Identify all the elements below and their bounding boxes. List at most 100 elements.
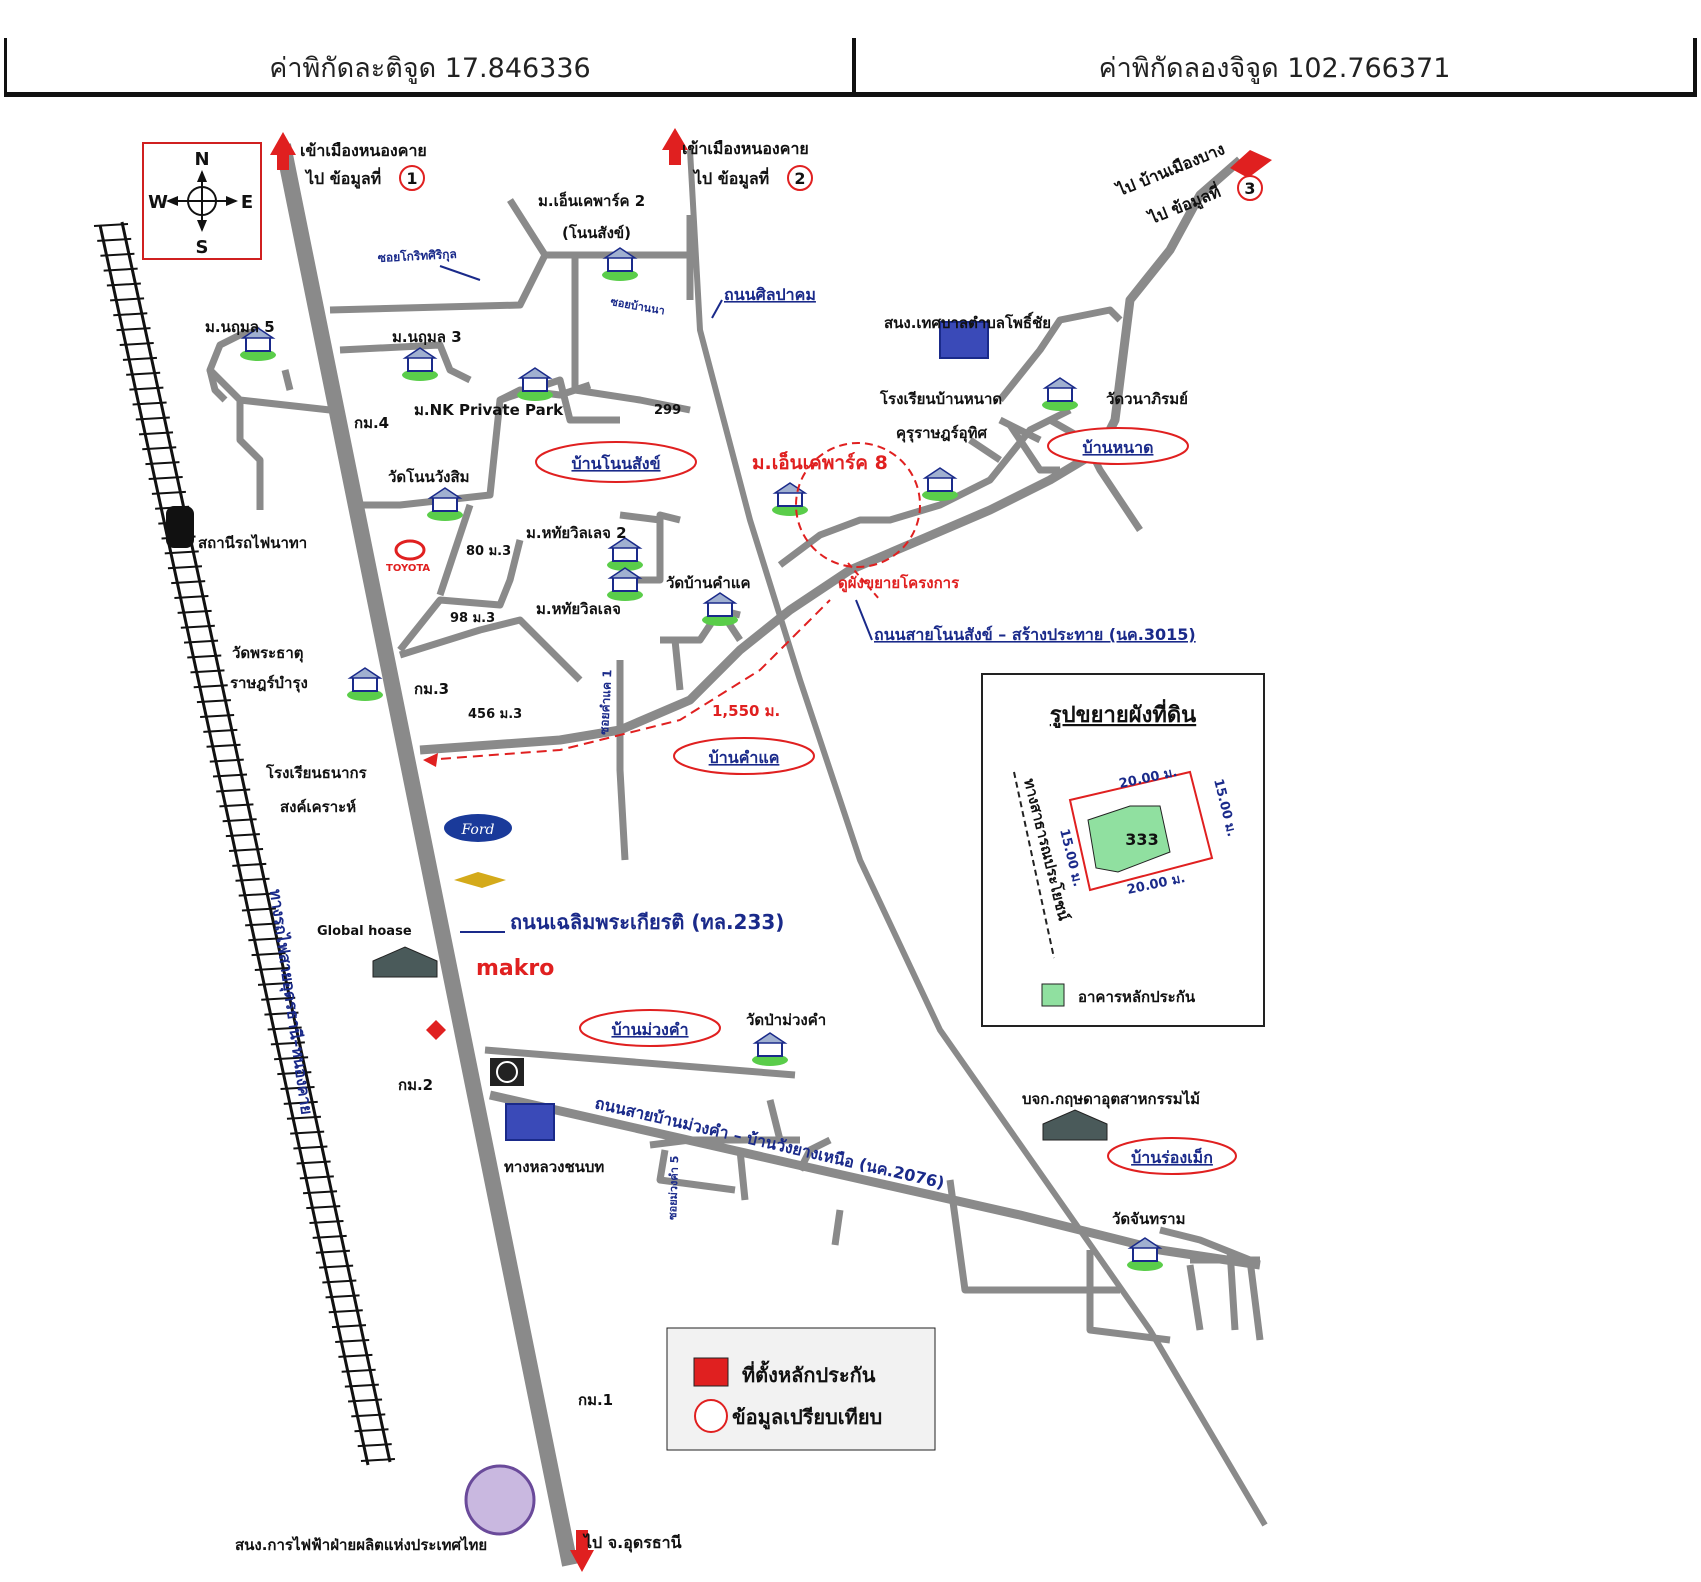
railway-tie [113,312,148,317]
svg-text:299: 299 [654,403,681,418]
railway-tie [126,371,161,376]
railway-tie [328,1309,363,1314]
house-icons [166,247,1163,1271]
railway-tie [93,223,129,227]
svg-text:ทางหลวงชนบท: ทางหลวงชนบท [504,1158,604,1176]
south-arrow-icon [570,1530,594,1572]
railway-tie [299,1175,334,1180]
railway-tie [180,624,215,629]
compass-rose: N S W E [142,142,262,260]
collateral-swatch-icon [693,1357,729,1387]
svg-text:TOYOTA: TOYOTA [386,563,430,574]
railway-tie [274,1056,309,1061]
svg-text:สงค์เคราะห์: สงค์เคราะห์ [280,798,356,816]
railway-tie [235,877,270,882]
svg-text:N: N [194,149,209,170]
svg-text:456 ม.3: 456 ม.3 [468,707,522,722]
train-icon [166,506,194,548]
railway-tie [132,401,167,406]
svg-text:ทางรถไฟสายอุดรธานี–หนองคาย: ทางรถไฟสายอุดรธานี–หนองคาย [265,888,316,1116]
railway-tie [261,996,296,1001]
railway-tie [267,1026,302,1031]
subject-property: ม.เอ็นเคพาร์ค 8 [423,442,921,767]
railway-tie [254,967,289,971]
svg-text:เข้าเมืองหนองคาย: เข้าเมืองหนองคาย [300,141,427,160]
railway-tie [344,1383,379,1388]
railway-tie [351,1413,386,1418]
building-icon [347,667,383,701]
svg-text:ม.เอ็นเคพาร์ค 8: ม.เอ็นเคพาร์ค 8 [752,450,888,474]
railway-tie [312,1234,347,1239]
railway-tie [309,1219,344,1224]
svg-text:333: 333 [1125,830,1158,849]
railway-tie [245,922,280,927]
svg-text:กม.1: กม.1 [578,1391,613,1409]
railway-tie [322,1279,357,1284]
svg-text:2: 2 [794,169,805,188]
map-legend: ที่ตั้งหลักประกัน ข้อมูลเปรียบเทียบ [666,1327,936,1451]
railway-tie [142,446,177,451]
railway-tie [138,431,174,436]
railway-tie [119,342,154,347]
svg-text:วัดบ้านคำแค: วัดบ้านคำแค [666,574,751,592]
railway-tie [129,386,164,391]
northeast-arrow-icon [1230,150,1272,178]
building-icon [240,327,276,361]
building-icon [517,367,553,401]
railway-tie [106,282,141,287]
building-icon [702,592,738,626]
railway-tie [335,1339,370,1343]
railway-tie [151,490,186,495]
svg-text:Global hoase: Global hoase [317,924,412,939]
egat-logo-icon [464,1464,536,1536]
north-arrow-1-icon [270,132,296,170]
railway-tie [302,1190,338,1195]
latitude-label: ค่าพิกัดละติจูด 17.846336 [269,52,591,84]
svg-text:S: S [196,237,209,258]
svg-text:ม.เอ็นเคพาร์ค 2: ม.เอ็นเคพาร์ค 2 [538,191,645,210]
silpakhom-road [687,149,1268,1527]
longitude-label: ค่าพิกัดลองจิจูด 102.766371 [1098,52,1451,84]
comparison-swatch-icon [694,1399,728,1433]
railway-track [93,221,395,1466]
svg-text:สถานีรถไฟนาทา: สถานีรถไฟนาทา [198,533,307,552]
railway-tie [319,1264,354,1269]
svg-text:(โนนสังข์): (โนนสังข์) [562,223,631,242]
railway-tie [241,907,276,912]
svg-text:W: W [148,192,168,213]
railway-tie [225,833,260,838]
svg-text:เข้าเมืองหนองคาย: เข้าเมืองหนองคาย [682,139,809,158]
svg-text:ราษฎร์บำรุง: ราษฎร์บำรุง [230,674,308,693]
railway-tie [341,1368,376,1373]
svg-text:กม.4: กม.4 [354,414,389,432]
railway-tie [196,699,231,704]
railway-tie [315,1249,350,1254]
railway-tie [174,595,209,599]
svg-text:80 ม.3: 80 ม.3 [466,544,511,559]
highway-233 [275,143,578,1567]
svg-text:อาคารหลักประกัน: อาคารหลักประกัน [1078,988,1196,1006]
svg-text:บ้านหนาด: บ้านหนาด [1083,438,1154,457]
railway-tie [190,669,225,674]
railway-tie [277,1071,312,1076]
plot-inset: รูปขยายผังที่ดิน 333 20.00 ม. 20.00 ม. 1… [981,673,1265,1027]
building-icon [402,347,438,381]
svg-text:makro: makro [476,956,554,981]
railway-tie [116,327,151,332]
railway-tie [248,937,283,942]
railway-tie [219,803,254,808]
svg-text:กม.2: กม.2 [398,1076,433,1094]
railway-tie [360,1458,395,1463]
building-icon [772,482,808,516]
svg-text:ม.หทัยวิลเลจ 2: ม.หทัยวิลเลจ 2 [526,524,627,542]
svg-text:ไป ข้อมูลที่: ไป ข้อมูลที่ [692,167,769,190]
railway-tie [122,356,158,361]
svg-text:วัดวนาภิรมย์: วัดวนาภิรมย์ [1106,390,1188,408]
railway-tie [177,609,212,614]
svg-text:ซอยโกริทศิริกุล: ซอยโกริทศิริกุล [377,246,457,266]
svg-text:ม.นฤมล 3: ม.นฤมล 3 [392,328,462,346]
railway-tie [164,550,199,555]
svg-text:บจก.กฤษดาอุตสาหกรรมไม้: บจก.กฤษดาอุตสาหกรรมไม้ [1022,1089,1200,1109]
svg-text:ถนนศิลปาคม: ถนนศิลปาคม [724,285,816,304]
